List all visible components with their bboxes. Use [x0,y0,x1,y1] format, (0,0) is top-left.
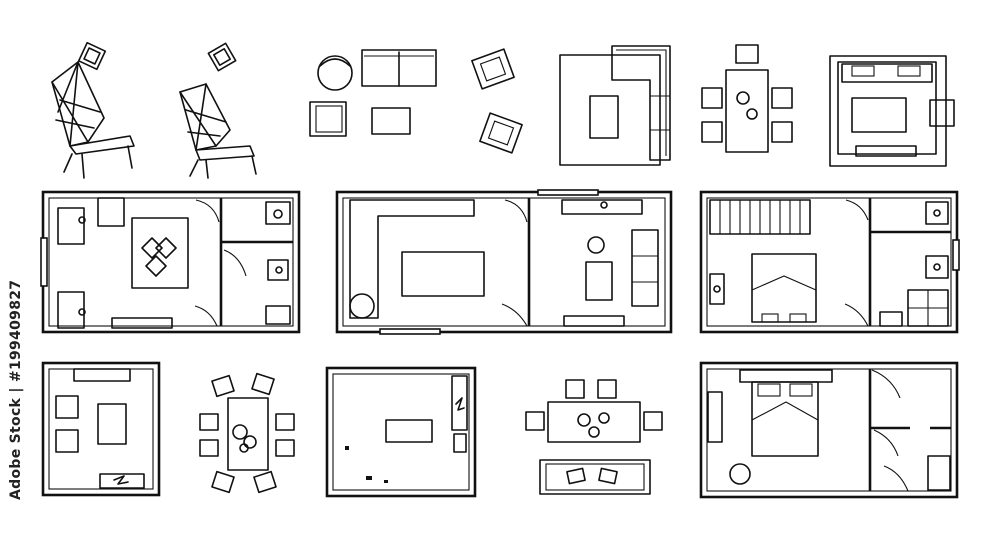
floor-plan-3 [699,190,960,334]
dining-set-bench [525,379,663,495]
bedroom-plan [699,361,959,499]
floor-plan-1 [40,190,301,334]
living-room-plan [41,361,161,497]
dining-set-6 [199,372,295,494]
living-furniture-set [309,48,523,154]
dining-set-4 [701,44,793,153]
armchair-elevation [51,41,135,179]
watermark-text: Adobe Stock | #199409827 [8,279,24,500]
armchair-elevation-2 [179,42,257,179]
floor-plan-2 [335,189,673,335]
bed-on-rug [829,55,955,167]
empty-room-plan [325,366,477,498]
rug-corner-sofa [559,45,671,166]
